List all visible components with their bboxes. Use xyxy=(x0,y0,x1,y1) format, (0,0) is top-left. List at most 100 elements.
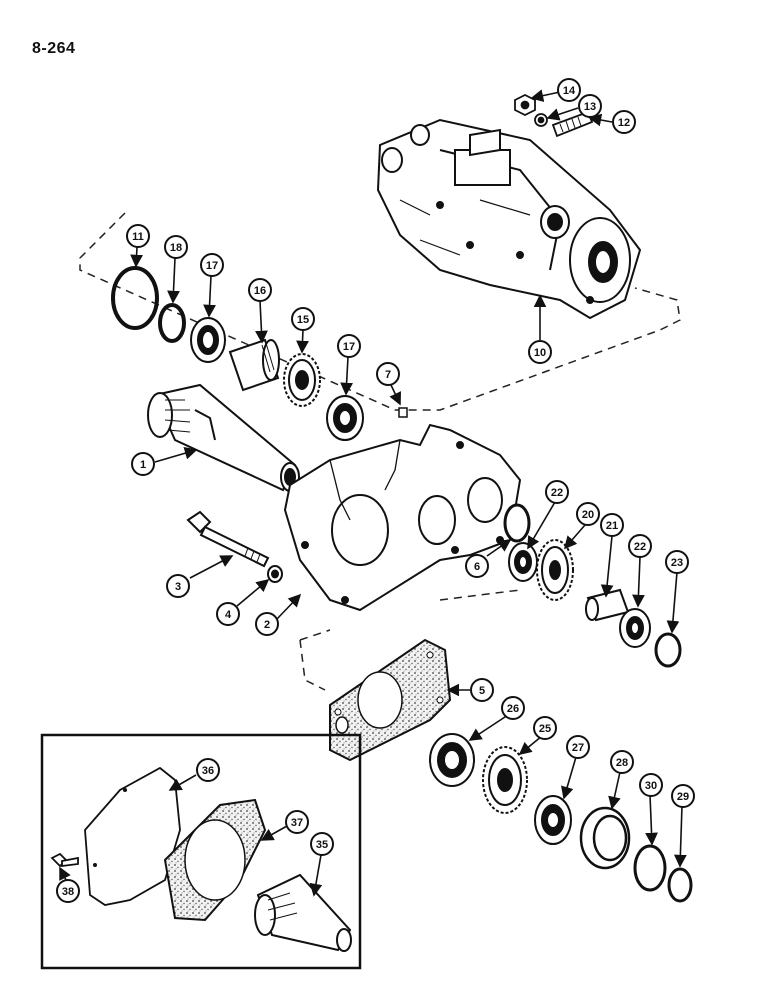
svg-text:23: 23 xyxy=(671,557,683,569)
leader-lines xyxy=(59,89,687,897)
svg-text:16: 16 xyxy=(254,285,266,297)
svg-text:3: 3 xyxy=(175,581,181,593)
bearing-27 xyxy=(534,795,572,845)
svg-text:26: 26 xyxy=(507,703,519,715)
gear-15 xyxy=(283,353,321,407)
bearing-22-upper xyxy=(508,542,538,582)
page-number: 8-264 xyxy=(32,40,76,57)
callout-22-upper: 22 xyxy=(545,480,569,504)
callout-18: 18 xyxy=(164,235,188,259)
adapter-gasket xyxy=(163,798,267,922)
svg-text:14: 14 xyxy=(563,85,576,97)
callout-5: 5 xyxy=(470,678,494,702)
callout-37: 37 xyxy=(285,810,309,834)
svg-text:10: 10 xyxy=(534,347,546,359)
svg-text:13: 13 xyxy=(584,101,596,113)
svg-text:36: 36 xyxy=(202,765,214,777)
callout-28: 28 xyxy=(610,750,634,774)
callout-4: 4 xyxy=(216,602,240,626)
lock-washer xyxy=(534,113,548,127)
output-shaft xyxy=(254,873,352,952)
svg-text:11: 11 xyxy=(132,231,144,243)
plug xyxy=(398,407,408,418)
callout-22-lower: 22 xyxy=(628,534,652,558)
snap-ring-23 xyxy=(654,632,682,668)
callout-3: 3 xyxy=(166,574,190,598)
svg-text:28: 28 xyxy=(616,757,628,769)
svg-text:17: 17 xyxy=(206,260,218,272)
callout-21: 21 xyxy=(600,513,624,537)
svg-text:25: 25 xyxy=(539,723,551,735)
svg-text:27: 27 xyxy=(572,742,584,754)
callout-35: 35 xyxy=(310,832,334,856)
callout-27: 27 xyxy=(566,735,590,759)
cover-gasket xyxy=(84,766,181,906)
callout-11: 11 xyxy=(126,224,150,248)
callout-15: 15 xyxy=(291,307,315,331)
stub-shaft xyxy=(585,588,630,622)
splined-shaft xyxy=(147,383,300,492)
callout-16: 16 xyxy=(248,278,272,302)
callout-13: 13 xyxy=(578,94,602,118)
svg-text:2: 2 xyxy=(264,619,270,631)
svg-text:37: 37 xyxy=(291,817,303,829)
hydraulic-pump xyxy=(376,118,642,320)
svg-text:4: 4 xyxy=(225,609,232,621)
svg-text:12: 12 xyxy=(618,117,630,129)
seal-ring xyxy=(503,503,531,543)
callout-17-upper: 17 xyxy=(200,253,224,277)
callout-36: 36 xyxy=(196,758,220,782)
nut xyxy=(514,93,536,117)
svg-text:30: 30 xyxy=(645,780,657,792)
callout-7: 7 xyxy=(376,362,400,386)
callout-30: 30 xyxy=(639,773,663,797)
cap-screw xyxy=(50,852,79,868)
gear-20 xyxy=(536,539,574,601)
dashed-group-outline-upper xyxy=(79,212,681,411)
snap-ring xyxy=(158,303,186,343)
svg-text:20: 20 xyxy=(582,509,594,521)
svg-text:15: 15 xyxy=(297,314,309,326)
svg-text:29: 29 xyxy=(677,791,689,803)
callout-14: 14 xyxy=(557,78,581,102)
snap-ring-29 xyxy=(667,867,693,903)
gasket-plate xyxy=(329,638,452,762)
callout-20: 20 xyxy=(576,502,600,526)
bearing-22-lower xyxy=(619,608,651,648)
svg-text:21: 21 xyxy=(606,520,618,532)
callout-17-lower: 17 xyxy=(337,334,361,358)
callout-10: 10 xyxy=(528,340,552,364)
callout-25: 25 xyxy=(533,716,557,740)
inset-frame xyxy=(40,733,362,970)
svg-text:18: 18 xyxy=(170,242,182,254)
callout-6: 6 xyxy=(465,554,489,578)
gear-housing xyxy=(283,423,522,612)
callout-38: 38 xyxy=(56,879,80,903)
bolt xyxy=(186,510,270,568)
flat-washer xyxy=(267,565,283,583)
callout-1: 1 xyxy=(131,452,155,476)
callout-23: 23 xyxy=(665,550,689,574)
o-ring xyxy=(111,266,159,330)
callout-29: 29 xyxy=(671,784,695,808)
svg-text:22: 22 xyxy=(634,541,646,553)
gear-25 xyxy=(482,746,528,814)
svg-text:17: 17 xyxy=(343,341,355,353)
callout-26: 26 xyxy=(501,696,525,720)
svg-text:38: 38 xyxy=(62,886,74,898)
svg-text:22: 22 xyxy=(551,487,563,499)
bearing-upper xyxy=(190,317,226,363)
svg-text:5: 5 xyxy=(479,685,485,697)
stud xyxy=(551,110,594,138)
bearing-lower xyxy=(326,395,364,441)
dashed-group-outline-lower xyxy=(299,589,521,691)
callout-12: 12 xyxy=(612,110,636,134)
svg-text:6: 6 xyxy=(474,561,480,573)
callout-2: 2 xyxy=(255,612,279,636)
splined-sleeve xyxy=(228,338,280,392)
svg-text:7: 7 xyxy=(385,369,391,381)
snap-ring-30 xyxy=(633,844,667,892)
svg-text:35: 35 xyxy=(316,839,328,851)
svg-text:1: 1 xyxy=(140,459,146,471)
